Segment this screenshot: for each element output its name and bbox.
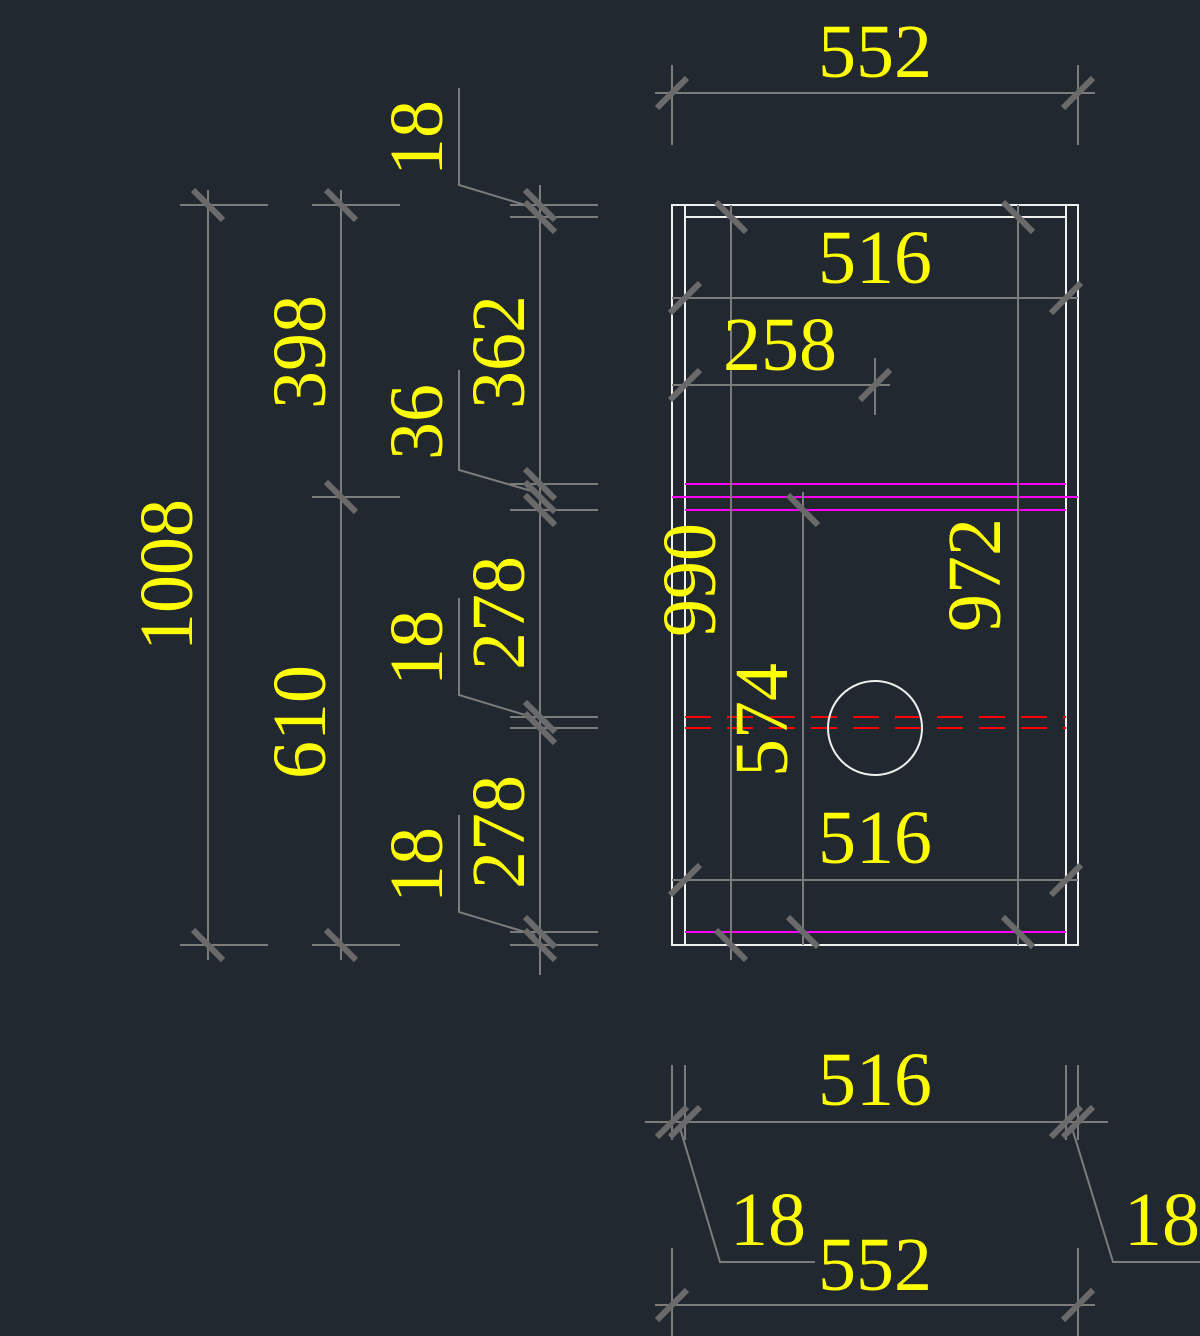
dim-inner-width-bottom: 516 [818,796,932,880]
dim-plan-right-side: 18 [1124,1178,1200,1262]
dim-middle-opening: 278 [457,556,541,670]
dim-inner-width-top: 516 [818,216,932,300]
dimension-tick [857,367,893,403]
dim-plan-left-side: 18 [730,1178,806,1262]
dimension-tick [522,187,558,223]
dimension-tick [1048,1104,1084,1140]
dimension-tick [667,367,703,403]
leader-line [458,88,536,209]
dimension-tick [522,710,558,746]
dim-upper-section: 398 [258,295,342,409]
dimension-tick [1060,1287,1096,1323]
leader-line [458,598,536,719]
dim-half-width: 258 [723,303,837,387]
dim-plan-inner-width: 516 [818,1038,932,1122]
dimension-tick [785,914,821,950]
dimension-tick [713,199,749,235]
dimension-tick [1000,914,1036,950]
dimension-tick [522,199,558,235]
tick-marks [190,75,1096,1323]
leader-line [458,815,536,936]
dimension-labels: 1008 398 610 18 36 18 18 362 278 278 990… [125,10,1200,1307]
dim-plan-overall-width: 552 [818,1223,932,1307]
dim-side-height: 990 [648,523,732,637]
dim-overall-height: 1008 [125,499,209,651]
dim-bottom-panel-thickness: 18 [375,827,459,903]
dimension-tick [1000,199,1036,235]
dim-lower-opening: 278 [457,775,541,889]
dim-shelf-gap: 36 [375,384,459,460]
dimension-tick [667,280,703,316]
dimension-tick [522,492,558,528]
dim-top-panel-thickness: 18 [375,100,459,176]
dimension-tick [785,492,821,528]
dimension-tick [323,187,359,223]
geometry [180,65,1200,1336]
dim-divider-height: 574 [720,663,804,777]
dimension-tick [522,914,558,950]
dimension-tick [667,1104,703,1140]
dimension-tick [654,1287,690,1323]
dimension-tick [1048,862,1084,898]
dimension-tick [190,187,226,223]
dimension-tick [522,927,558,963]
cabinet-outline [671,204,1079,946]
dimension-tick [667,862,703,898]
dimension-tick [1060,75,1096,111]
dimension-tick [323,479,359,515]
dim-upper-opening: 362 [457,295,541,409]
leader-line [458,370,536,493]
dimension-tick [713,927,749,963]
dimension-tick [522,466,558,502]
dim-inner-height: 972 [933,518,1017,632]
cable-hole [827,680,923,776]
dim-lower-section: 610 [258,665,342,779]
dimension-tick [1060,1104,1096,1140]
dimension-tick [654,75,690,111]
dimension-tick [190,927,226,963]
dimension-tick [323,927,359,963]
dimension-tick [522,479,558,515]
leader-line [679,1127,815,1263]
dim-top-width: 552 [818,10,932,94]
leader-line [1071,1127,1200,1263]
dim-middle-panel-thickness: 18 [375,610,459,686]
dimension-tick [522,699,558,735]
dimension-tick [654,1104,690,1140]
dimension-tick [1048,280,1084,316]
